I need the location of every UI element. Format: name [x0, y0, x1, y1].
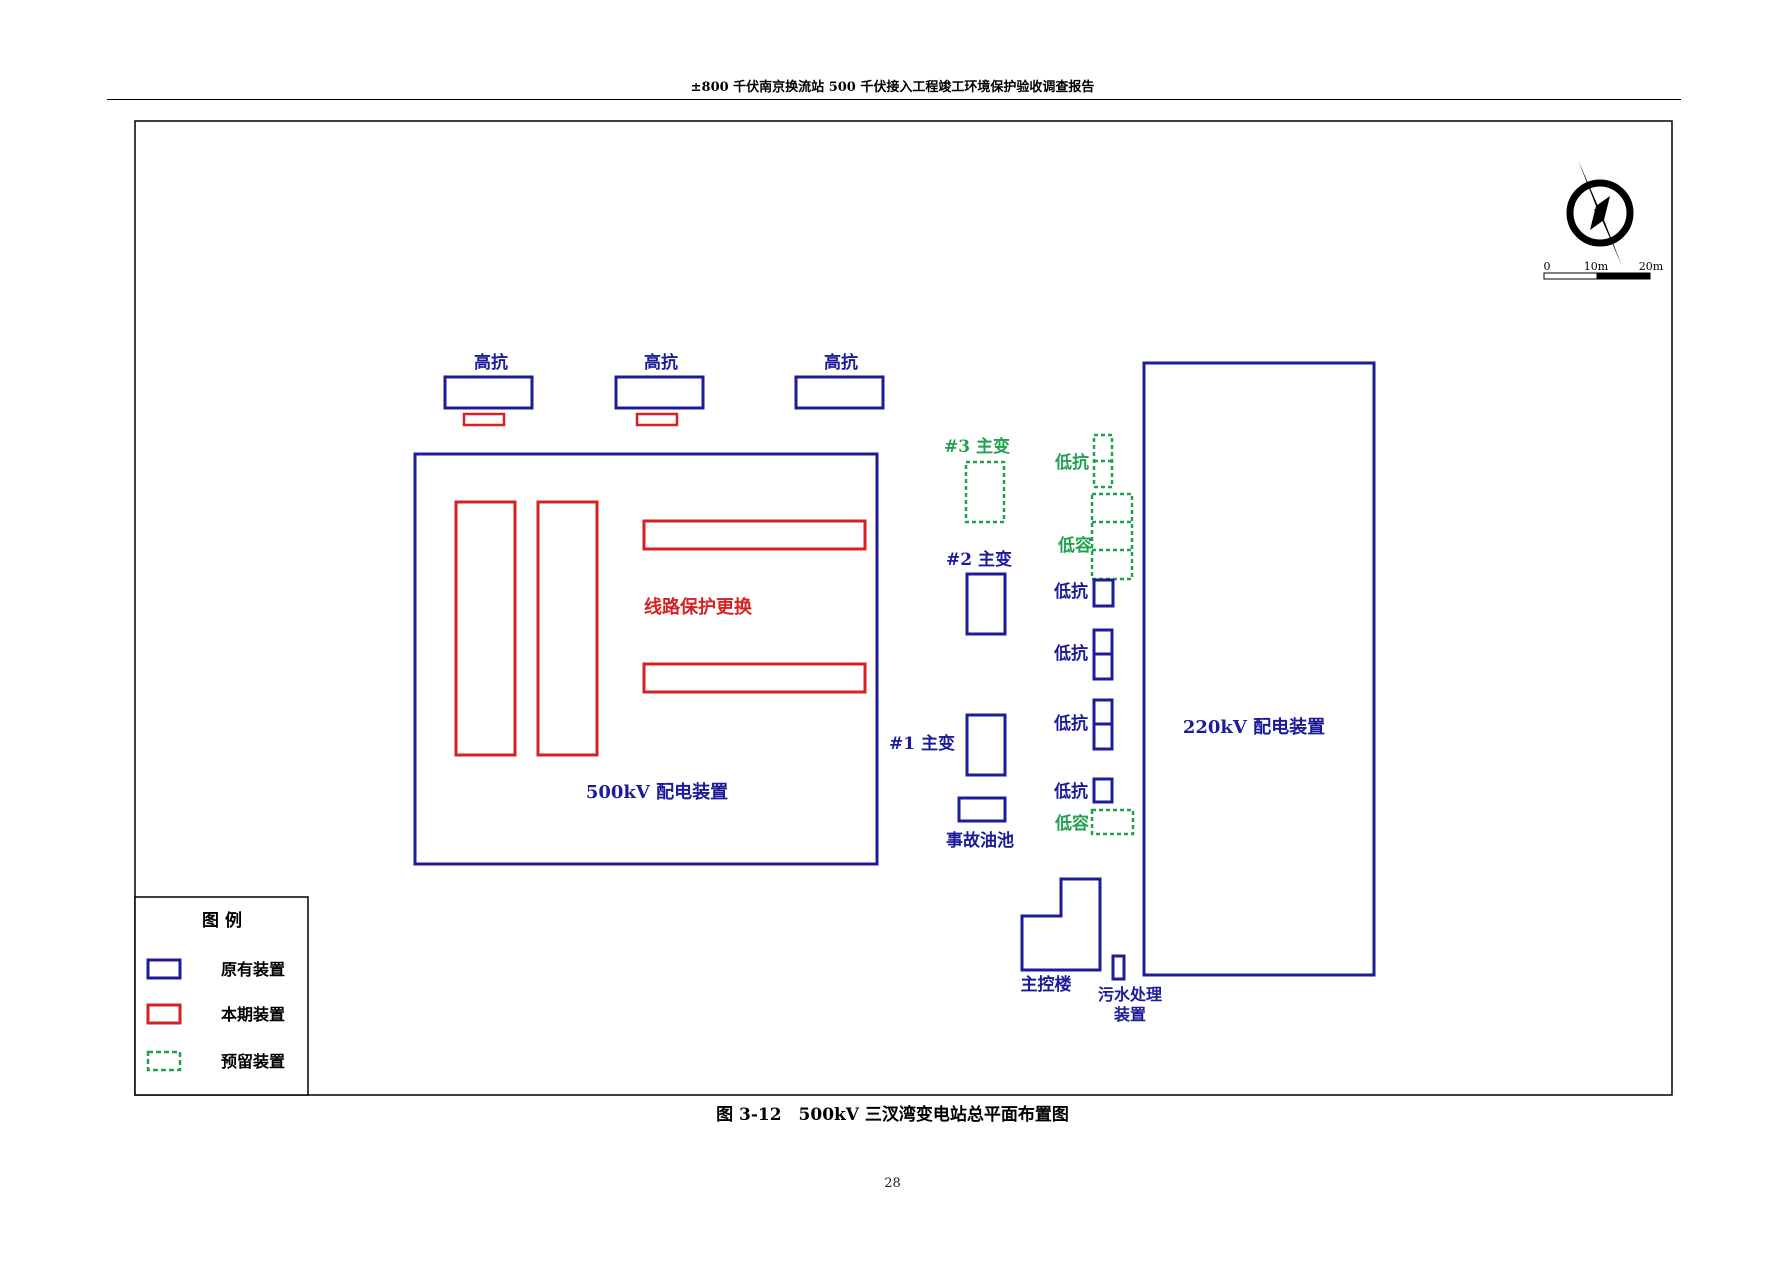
- reactor-1-label: 高抗: [474, 352, 508, 373]
- control-building-label: 主控楼: [1021, 974, 1072, 995]
- scale-bar: 0 10m 20m: [1543, 260, 1664, 280]
- diagram-frame: [134, 120, 1673, 1096]
- reactor-1: 高抗: [443, 352, 534, 427]
- legend-box: [134, 896, 309, 1096]
- line-protection-block-1: [454, 500, 517, 757]
- legend-label-reserved: 预留装置: [221, 1052, 285, 1071]
- accident-oil-pit: 事故油池: [946, 796, 1014, 851]
- compass-rose: N: [1566, 160, 1634, 266]
- line-protection-block-3: [642, 519, 867, 551]
- transformer-2-label: #2 主变: [946, 549, 1012, 570]
- switchyard-220kv: 220kV 配电装置: [1142, 361, 1376, 977]
- line-protection-block-2: [536, 500, 599, 757]
- legend-swatch-this-phase: [146, 1003, 182, 1025]
- lv-reactor-2: 低抗: [1053, 628, 1114, 681]
- reactor-2-label: 高抗: [644, 352, 678, 373]
- header-rule: [107, 99, 1681, 100]
- lv-reactor-3: 低抗: [1053, 698, 1114, 751]
- lv-reactor-2-label: 低抗: [1053, 643, 1088, 664]
- lv-reactor-reserved-label: 低抗: [1054, 452, 1089, 473]
- reactor-3: 高抗: [794, 352, 885, 410]
- scale-label-20m: 20m: [1639, 260, 1664, 273]
- scale-label-0: 0: [1544, 260, 1551, 273]
- lv-reactor-4: 低抗: [1053, 777, 1114, 804]
- sewage-treatment: 污水处理 装置: [1098, 954, 1162, 1024]
- switchyard-500kv: 线路保护更换 500kV 配电装置: [413, 452, 879, 866]
- header-title: ±800 千伏南京换流站 500 千伏接入工程竣工环境保护验收调查报告: [690, 80, 1095, 95]
- reactor-2-protection-box: [635, 412, 679, 427]
- reactor-3-label: 高抗: [824, 352, 858, 373]
- page-number: 28: [884, 1176, 901, 1191]
- legend-swatch-reserved: [146, 1050, 182, 1072]
- transformer-1: #1 主变: [889, 713, 1007, 777]
- legend-title: 图 例: [202, 910, 242, 931]
- figure-caption: 图 3-12 500kV 三汊湾变电站总平面布置图: [716, 1105, 1069, 1125]
- legend-label-existing: 原有装置: [221, 960, 285, 979]
- lv-reactor-1: 低抗: [1053, 578, 1115, 608]
- sewage-label-line1: 污水处理: [1098, 985, 1162, 1004]
- legend: 图 例 原有装置 本期装置 预留装置: [134, 896, 309, 1096]
- transformer-3-label: #3 主变: [944, 436, 1010, 457]
- compass-north-label: N: [1593, 209, 1602, 220]
- reactor-1-protection-box: [462, 412, 506, 427]
- sewage-label-line2: 装置: [1113, 1005, 1146, 1024]
- scale-label-10m: 10m: [1584, 260, 1609, 273]
- lv-reserved-group: 低抗 低容: [1054, 433, 1134, 581]
- oil-pit-label: 事故油池: [946, 830, 1014, 851]
- lv-capacitor-reserved-1-label: 低容: [1057, 535, 1092, 556]
- transformer-2: #2 主变: [946, 549, 1012, 636]
- lv-capacitor-reserved-2: 低容: [1054, 808, 1135, 836]
- lv-reactor-3-label: 低抗: [1053, 713, 1088, 734]
- lv-reactor-1-label: 低抗: [1053, 581, 1088, 602]
- switchyard-500kv-label: 500kV 配电装置: [586, 781, 728, 803]
- transformer-1-label: #1 主变: [889, 733, 955, 754]
- control-building: 主控楼: [1020, 877, 1102, 995]
- lv-capacitor-reserved-2-label: 低容: [1054, 813, 1089, 834]
- scale-bar-segment-2: [1596, 272, 1651, 280]
- legend-label-this-phase: 本期装置: [221, 1005, 285, 1024]
- lv-reactor-4-label: 低抗: [1053, 781, 1088, 802]
- line-protection-label: 线路保护更换: [644, 596, 753, 618]
- scale-bar-segment-1: [1543, 272, 1598, 280]
- legend-swatch-existing: [146, 958, 182, 980]
- transformer-3: #3 主变: [944, 436, 1010, 524]
- reactor-2: 高抗: [614, 352, 705, 427]
- switchyard-220kv-label: 220kV 配电装置: [1183, 716, 1325, 738]
- line-protection-block-4: [642, 662, 867, 694]
